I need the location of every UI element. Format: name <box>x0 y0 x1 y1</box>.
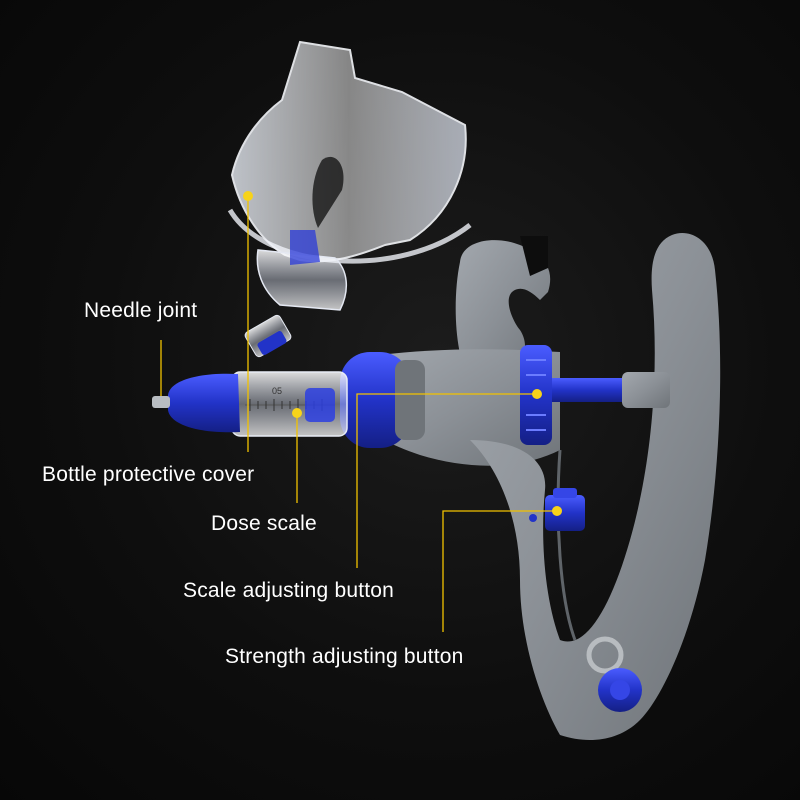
callout-dot-dose-scale <box>292 408 302 418</box>
syringe-barrel: 05 <box>231 371 348 437</box>
label-strength-adjusting-button: Strength adjusting button <box>225 645 464 668</box>
callout-dots <box>243 191 562 516</box>
label-bottle-protective-cover: Bottle protective cover <box>42 463 255 486</box>
barrel-marking: 05 <box>272 386 282 396</box>
label-needle-joint: Needle joint <box>84 299 198 322</box>
callout-dot-scale-button <box>532 389 542 399</box>
callout-line-scale-button <box>356 393 537 568</box>
barrel-collar <box>340 352 425 448</box>
strength-adjusting-knob <box>529 488 585 531</box>
label-dose-scale: Dose scale <box>211 512 317 535</box>
plunger-rod <box>540 372 670 408</box>
callout-dot-bottle-cover <box>243 191 253 201</box>
callout-line-strength-button <box>442 510 557 632</box>
callout-lines <box>160 196 557 632</box>
label-scale-adjusting-button: Scale adjusting button <box>183 579 395 602</box>
needle-tip <box>152 373 240 433</box>
callout-dot-strength-button <box>552 506 562 516</box>
bottle-protective-cover <box>227 40 472 358</box>
pivot-button <box>598 668 642 712</box>
